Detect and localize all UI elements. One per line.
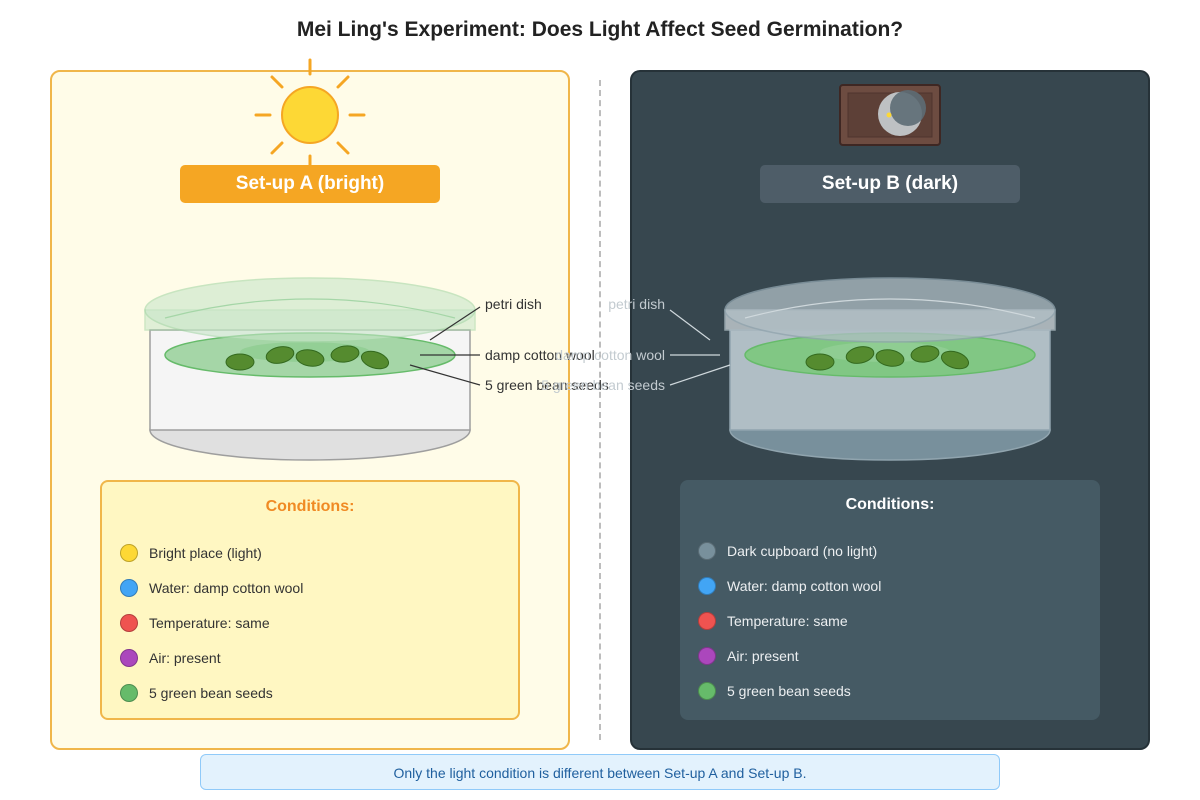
comparison-note: Only the light condition is different be… <box>200 754 1000 790</box>
condition-item: 5 green bean seeds <box>120 675 303 710</box>
label-cotton-wool-b: damp cotton wool <box>555 347 665 363</box>
petri-dish-b <box>724 277 1056 461</box>
cupboard-moon-icon <box>839 84 941 146</box>
air-dot-icon <box>698 646 716 665</box>
condition-label: Dark cupboard (no light) <box>727 542 878 559</box>
seeds-a <box>225 345 390 371</box>
condition-label: Air: present <box>727 647 799 664</box>
dish-lid-a <box>144 277 476 343</box>
condition-item: Temperature: same <box>120 605 303 640</box>
conditions-box-b: Conditions: Dark cupboard (no light) Wat… <box>680 480 1100 720</box>
conditions-title-b: Conditions: <box>845 496 935 513</box>
condition-item: 5 green bean seeds <box>698 673 881 708</box>
page-title: Mei Ling's Experiment: Does Light Affect… <box>296 18 904 41</box>
petri-dish-a <box>144 277 476 461</box>
label-petri-dish-b: petri dish <box>608 296 665 312</box>
condition-label: Water: damp cotton wool <box>727 577 882 594</box>
temperature-dot-icon <box>698 611 716 630</box>
seeds-b <box>805 345 970 371</box>
label-petri-dish-a: petri dish <box>485 296 542 312</box>
conditions-list-a: Bright place (light) Water: damp cotton … <box>120 535 303 710</box>
condition-label: Temperature: same <box>149 614 270 631</box>
condition-label: 5 green bean seeds <box>727 682 851 699</box>
condition-label: Air: present <box>149 649 221 666</box>
setup-a-label: Set-up A (bright) <box>180 165 440 203</box>
divider-line <box>599 80 601 740</box>
condition-item: Bright place (light) <box>120 535 303 570</box>
seeds-dot-icon <box>698 681 716 700</box>
conditions-title-a: Conditions: <box>265 498 355 515</box>
sun-icon <box>254 58 366 172</box>
air-dot-icon <box>120 648 138 667</box>
callout-lines-a <box>409 306 481 386</box>
condition-item: Air: present <box>120 640 303 675</box>
condition-label: 5 green bean seeds <box>149 684 273 701</box>
water-dot-icon <box>698 576 716 595</box>
condition-label: Bright place (light) <box>149 544 262 561</box>
label-cotton-wool-a: damp cotton wool <box>485 347 595 363</box>
water-dot-icon <box>120 578 138 597</box>
condition-item: Water: damp cotton wool <box>120 570 303 605</box>
condition-item: Temperature: same <box>698 603 881 638</box>
temperature-dot-icon <box>120 613 138 632</box>
dish-lid-b <box>724 277 1056 343</box>
condition-label: Temperature: same <box>727 612 848 629</box>
conditions-box-a: Conditions: Bright place (light) Water: … <box>100 480 520 720</box>
callout-lines-b <box>669 309 731 386</box>
conditions-list-b: Dark cupboard (no light) Water: damp cot… <box>698 533 881 708</box>
seeds-dot-icon <box>120 683 138 702</box>
condition-label: Water: damp cotton wool <box>149 579 304 596</box>
condition-item: Dark cupboard (no light) <box>698 533 881 568</box>
setup-b-label: Set-up B (dark) <box>760 165 1020 203</box>
condition-item: Air: present <box>698 638 881 673</box>
dark-dot-icon <box>698 541 716 560</box>
label-seeds-b: 5 green bean seeds <box>541 377 665 393</box>
light-dot-icon <box>120 543 138 562</box>
condition-item: Water: damp cotton wool <box>698 568 881 603</box>
label-seeds-a: 5 green bean seeds <box>485 377 609 393</box>
